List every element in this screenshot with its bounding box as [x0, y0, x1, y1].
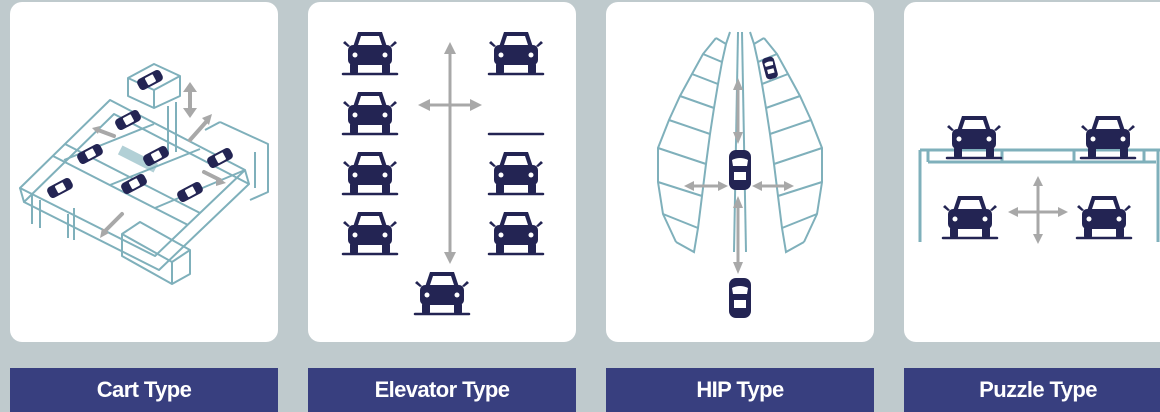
- hip-type-card: [606, 2, 874, 342]
- puzzle-type-label: Puzzle Type: [904, 368, 1160, 412]
- puzzle-parking-icon: [918, 114, 1160, 244]
- elevator-type-card: [308, 2, 576, 342]
- cart-parking-icon: [19, 63, 269, 285]
- hip-parking-icon: [657, 31, 823, 318]
- hip-type-label: HIP Type: [606, 368, 874, 412]
- puzzle-type-card: [904, 2, 1160, 342]
- cart-type-card: [10, 2, 278, 342]
- elevator-type-label: Elevator Type: [308, 368, 576, 412]
- elevator-parking-icon: [341, 30, 545, 316]
- cart-type-label: Cart Type: [10, 368, 278, 412]
